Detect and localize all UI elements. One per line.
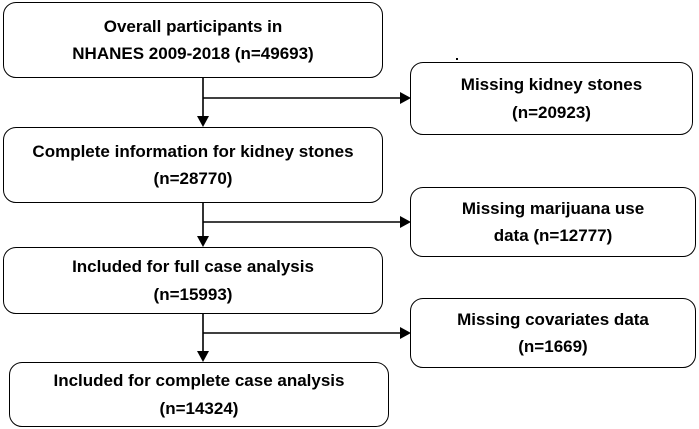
arrow-complete-kidney-to-full-case xyxy=(197,203,209,247)
box-full-case-line1: Included for full case analysis xyxy=(72,257,314,277)
box-full-case-analysis: Included for full case analysis (n=15993… xyxy=(3,247,383,314)
arrow-complete-kidney-to-missing-marijuana xyxy=(203,216,411,228)
box-missing-kidney-line1: Missing kidney stones xyxy=(460,75,643,95)
box-missing-marijuana: Missing marijuana use data (n=12777) xyxy=(410,187,696,257)
box-overall-line1: Overall participants in xyxy=(103,16,283,36)
arrow-full-case-to-complete-case xyxy=(197,314,209,362)
box-complete-case-line1: Included for complete case analysis xyxy=(53,371,345,391)
box-full-case-line2: (n=15993) xyxy=(153,284,233,304)
box-overall-participants: Overall participants in NHANES 2009-2018… xyxy=(3,2,383,78)
box-missing-kidney-line2: (n=20923) xyxy=(512,102,591,122)
arrow-full-case-to-missing-covariates xyxy=(203,327,411,339)
box-missing-marijuana-line1: Missing marijuana use xyxy=(461,198,645,218)
box-missing-marijuana-line2: data (n=12777) xyxy=(493,226,613,245)
arrow-overall-to-complete-kidney xyxy=(197,78,209,127)
box-missing-covariates-line1: Missing covariates data xyxy=(457,309,649,329)
box-missing-kidney-stones: Missing kidney stones (n=20923) xyxy=(410,62,693,135)
box-complete-kidney-line1: Complete information for kidney stones xyxy=(32,141,354,161)
box-missing-covariates: Missing covariates data (n=1669) xyxy=(410,298,696,368)
arrow-overall-to-missing-kidney xyxy=(203,92,411,104)
box-complete-kidney-line2: (n=28770) xyxy=(153,169,233,188)
box-missing-covariates-line2: (n=1669) xyxy=(518,337,588,356)
box-complete-case-analysis: Included for complete case analysis (n=1… xyxy=(9,362,389,427)
box-complete-case-line2: (n=14324) xyxy=(159,398,239,418)
box-complete-kidney-info: Complete information for kidney stones (… xyxy=(3,127,383,203)
box-overall-line2: NHANES 2009-2018 (n=49693) xyxy=(72,44,314,63)
stray-dot-mark xyxy=(456,58,458,60)
